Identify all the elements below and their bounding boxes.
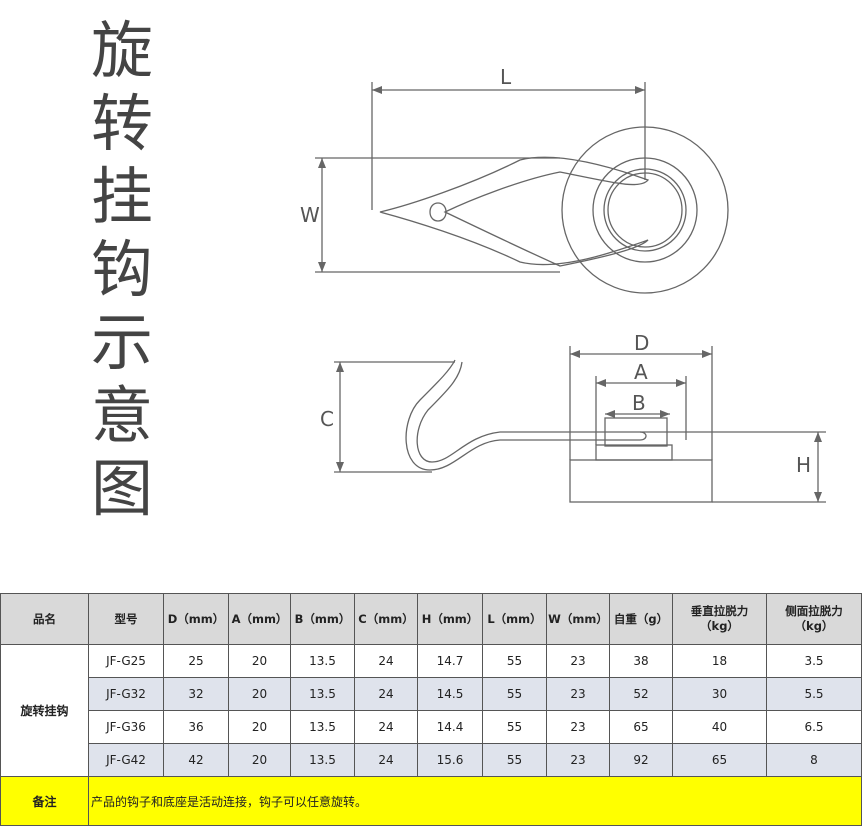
table-header-row: 品名 型号 D（mm） A（mm） B（mm） C（mm） H（mm） L（mm… [0, 593, 862, 645]
dimension-label-h: H [796, 453, 811, 477]
cell-b: 13.5 [290, 644, 355, 678]
header-vertical-pull-line2: （kg） [700, 619, 739, 633]
cell-vertical: 18 [672, 644, 767, 678]
note-text: 产品的钩子和底座是活动连接，钩子可以任意旋转。 [88, 776, 862, 826]
header-h: H（mm） [417, 593, 483, 645]
cell-model: JF-G36 [88, 710, 164, 744]
cell-a: 20 [228, 743, 291, 777]
title-char: 转 [90, 87, 153, 160]
cell-w: 23 [546, 743, 610, 777]
cell-weight: 65 [609, 710, 673, 744]
cell-weight: 92 [609, 743, 673, 777]
header-product-name: 品名 [0, 593, 89, 645]
cell-weight: 38 [609, 644, 673, 678]
title-char: 意 [90, 379, 153, 452]
header-weight: 自重（g） [609, 593, 673, 645]
hook-wire [405, 359, 640, 471]
header-model: 型号 [88, 593, 164, 645]
cell-vertical: 65 [672, 743, 767, 777]
table-row: JF-G42 42 20 13.5 24 15.6 55 23 92 65 8 [1, 743, 862, 777]
dimension-arrows [336, 350, 822, 502]
cell-weight: 52 [609, 677, 673, 711]
cell-h: 14.7 [417, 644, 483, 678]
cell-h: 14.4 [417, 710, 483, 744]
dimension-label-l: L [500, 65, 512, 89]
hook-tip-eye [429, 202, 447, 222]
cell-side: 3.5 [766, 644, 862, 678]
cell-w: 23 [546, 710, 610, 744]
cell-vertical: 30 [672, 677, 767, 711]
cell-c: 24 [354, 644, 418, 678]
cell-d: 25 [163, 644, 229, 678]
note-row: 备注 产品的钩子和底座是活动连接，钩子可以任意旋转。 [0, 776, 862, 826]
cell-l: 55 [482, 677, 547, 711]
header-l: L（mm） [482, 593, 547, 645]
cell-w: 23 [546, 644, 610, 678]
header-c: C（mm） [354, 593, 418, 645]
cell-l: 55 [482, 743, 547, 777]
base-inner-circle [603, 168, 687, 252]
product-name-cell: 旋转挂钩 [0, 644, 89, 777]
dimension-label-b: B [632, 391, 646, 415]
cell-b: 13.5 [290, 743, 355, 777]
cell-d: 32 [163, 677, 229, 711]
hook-wire-end [639, 431, 647, 441]
title-char: 旋 [90, 14, 153, 87]
cell-a: 20 [228, 677, 291, 711]
cell-b: 13.5 [290, 710, 355, 744]
cell-model: JF-G32 [88, 677, 164, 711]
cell-side: 8 [766, 743, 862, 777]
table-row: JF-G36 36 20 13.5 24 14.4 55 23 65 40 6.… [1, 710, 862, 744]
header-side-pull-line1: 侧面拉脱力 [785, 604, 843, 618]
cell-a: 20 [228, 644, 291, 678]
cell-side: 5.5 [766, 677, 862, 711]
header-b: B（mm） [290, 593, 355, 645]
header-w: W（mm） [546, 593, 610, 645]
cell-h: 15.6 [417, 743, 483, 777]
title-char: 挂 [90, 160, 153, 233]
cell-model: JF-G42 [88, 743, 164, 777]
side-view [334, 346, 826, 503]
header-vertical-pull-line1: 垂直拉脱力 [690, 604, 749, 618]
dimension-arrows [318, 86, 645, 272]
table-row: JF-G32 32 20 13.5 24 14.5 55 23 52 30 5.… [1, 677, 862, 711]
header-side-pull-line2: （kg） [794, 619, 834, 633]
header-d: D（mm） [163, 593, 229, 645]
title-char: 钩 [90, 233, 153, 306]
table-row: 旋转挂钩 JF-G25 25 20 13.5 24 14.7 55 23 38 … [0, 644, 862, 777]
dimension-label-w: W [300, 203, 320, 227]
title-char: 示 [90, 306, 153, 379]
cell-d: 36 [163, 710, 229, 744]
dimension-label-a: A [634, 360, 648, 384]
spec-table: 品名 型号 D（mm） A（mm） B（mm） C（mm） H（mm） L（mm… [0, 593, 862, 826]
dimension-label-c: C [320, 407, 334, 431]
top-view [315, 82, 729, 294]
cell-side: 6.5 [766, 710, 862, 744]
cell-c: 24 [354, 710, 418, 744]
base-boss [595, 444, 673, 461]
cell-vertical: 40 [672, 710, 767, 744]
cell-l: 55 [482, 710, 547, 744]
base-block [569, 459, 713, 503]
base-core-circle [607, 172, 683, 248]
cell-model: JF-G25 [88, 644, 164, 678]
cell-w: 23 [546, 677, 610, 711]
dimension-label-d: D [634, 331, 649, 355]
header-side-pull: 侧面拉脱力 （kg） [766, 593, 862, 645]
header-a: A（mm） [228, 593, 291, 645]
cell-l: 55 [482, 644, 547, 678]
note-label: 备注 [0, 776, 89, 826]
header-vertical-pull: 垂直拉脱力 （kg） [672, 593, 767, 645]
cell-a: 20 [228, 710, 291, 744]
vertical-title: 旋 转 挂 钩 示 意 图 [82, 14, 162, 525]
title-char: 图 [90, 452, 153, 525]
cell-d: 42 [163, 743, 229, 777]
cell-c: 24 [354, 677, 418, 711]
hook-technical-drawing: L W D A B C H [300, 65, 826, 503]
cell-c: 24 [354, 743, 418, 777]
cell-b: 13.5 [290, 677, 355, 711]
cell-h: 14.5 [417, 677, 483, 711]
